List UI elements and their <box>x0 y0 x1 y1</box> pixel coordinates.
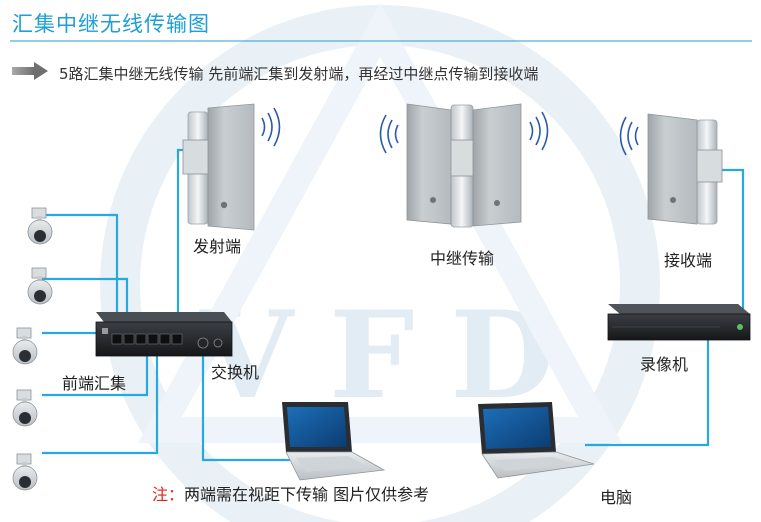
cable-nvr-to-computer <box>585 340 710 447</box>
cable-camera-1 <box>42 213 119 333</box>
cable-camera-5 <box>42 345 159 455</box>
ptz-camera-icon <box>27 207 53 245</box>
label-receiver: 接收端 <box>664 251 713 270</box>
label-computer: 电脑 <box>600 488 633 507</box>
wireless-signal-icon <box>379 111 549 154</box>
ptz-camera-icon <box>12 327 38 365</box>
footnote: 注：两端需在视距下传输 图片仅供参考 <box>152 481 429 505</box>
wireless-signal-icon <box>619 116 639 156</box>
label-relay: 中继传输 <box>430 249 495 268</box>
ptz-cameras <box>12 207 53 491</box>
page-title: 汇集中继无线传输图 <box>12 12 210 36</box>
background-logo <box>100 3 660 522</box>
footnote-text: 两端需在视距下传输 图片仅供参考 <box>184 485 430 504</box>
ptz-camera-icon <box>27 267 53 305</box>
transmitter-antenna <box>182 103 281 231</box>
network-switch-icon <box>95 312 233 357</box>
ptz-camera-icon <box>12 389 38 427</box>
watermark-text: VFD <box>200 285 591 426</box>
cable-camera-4 <box>42 345 149 397</box>
label-transmitter: 发射端 <box>193 237 242 256</box>
label-front-end: 前端汇集 <box>62 374 127 393</box>
cable-receiver-to-nvr <box>720 168 745 314</box>
wireless-signal-icon <box>261 107 281 147</box>
label-switch: 交换机 <box>211 363 260 382</box>
footnote-prefix: 注： <box>152 485 185 504</box>
ptz-camera-icon <box>12 453 38 491</box>
cable-switch-to-laptop <box>201 350 290 462</box>
receiver-antenna <box>619 113 723 225</box>
arrow-right-icon <box>12 62 48 80</box>
label-nvr: 录像机 <box>640 355 689 374</box>
nvr-recorder-icon <box>607 304 751 341</box>
relay-antenna <box>379 103 549 228</box>
computer-laptop-icon <box>478 402 595 479</box>
laptop-icon <box>282 402 386 481</box>
diagram-subtitle: 5路汇集中继无线传输 先前端汇集到发射端，再经过中继点传输到接收端 <box>59 65 539 83</box>
